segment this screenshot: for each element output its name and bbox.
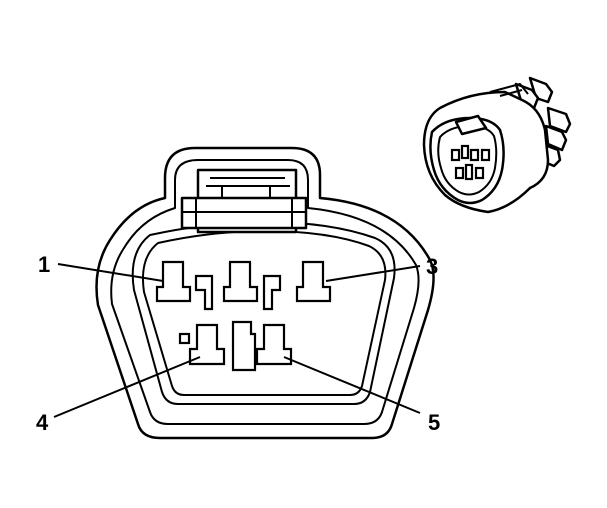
terminal-3: [295, 260, 332, 303]
leader-line-1: [57, 263, 164, 282]
connector-face: [95, 146, 435, 440]
terminal-key-3: [231, 320, 257, 372]
terminal-4: [188, 323, 226, 366]
terminal-row-top: [155, 260, 332, 311]
terminal-1: [155, 260, 192, 303]
pin-label-4: 4: [36, 410, 49, 435]
terminal-key-2: [262, 274, 282, 311]
terminal-5: [255, 323, 293, 366]
terminal-key-1: [194, 274, 214, 311]
leader-line-5: [283, 356, 421, 414]
pin-label-1: 1: [38, 252, 50, 277]
leader-lines: [53, 263, 421, 418]
leader-line-4: [53, 356, 201, 418]
pin-label-3: 3: [426, 254, 438, 279]
terminal-2: [222, 260, 259, 303]
pin-label-5: 5: [428, 410, 440, 435]
terminal-row-bottom: [178, 320, 293, 372]
leader-line-3: [325, 265, 421, 282]
locking-latch: [180, 168, 308, 234]
connector-isometric-view: [422, 76, 572, 214]
pin-marker-square: [178, 332, 191, 345]
connector-lip-outline: [110, 159, 420, 425]
